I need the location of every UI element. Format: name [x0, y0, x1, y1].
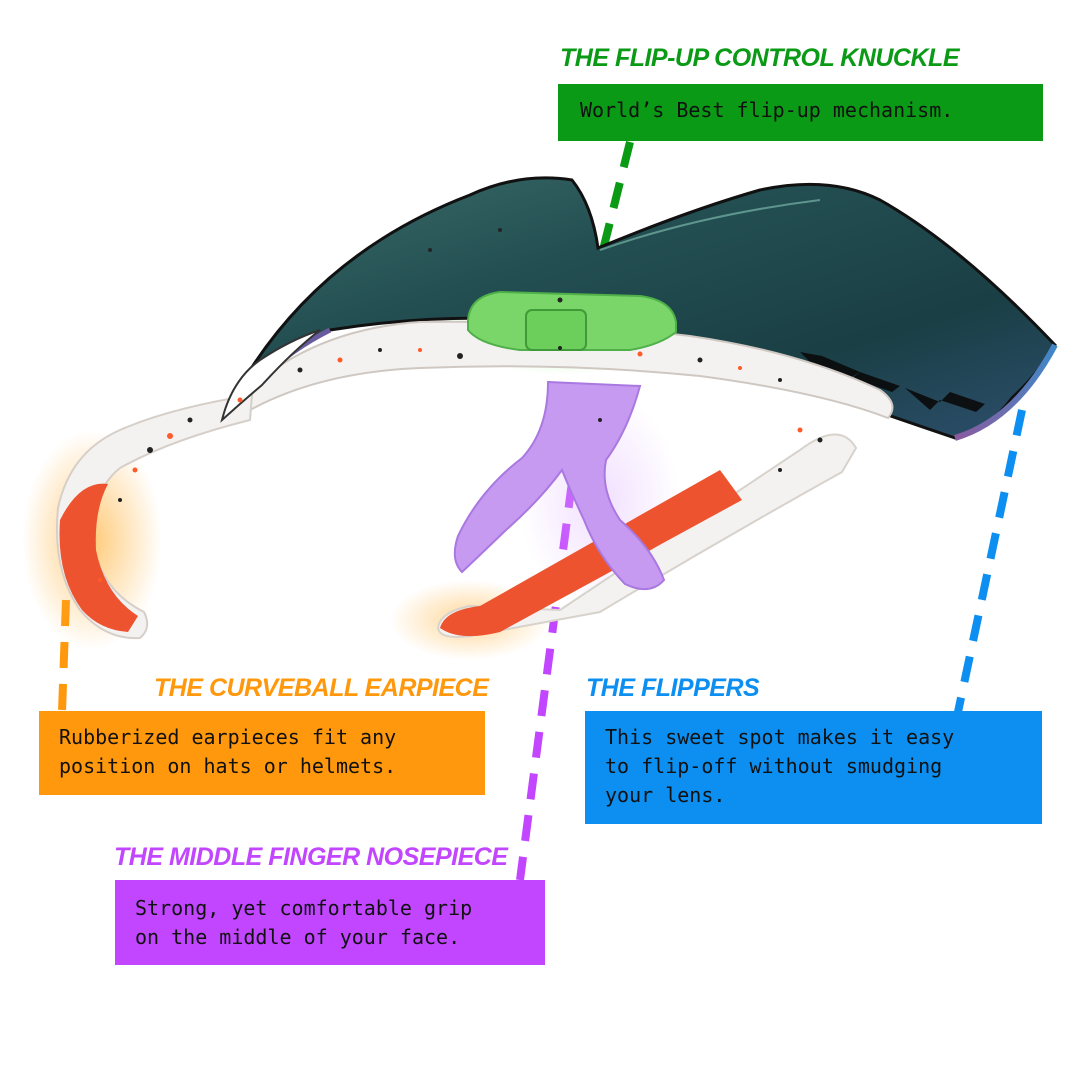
flippers-description-box: This sweet spot makes it easy to flip-of… — [585, 711, 1042, 824]
middle-finger-nosepiece — [453, 380, 666, 591]
speckle-pattern — [118, 228, 823, 502]
flippers-description-line: your lens. — [605, 783, 726, 807]
brand-logo-mark — [800, 352, 985, 412]
earpiece-title: THE CURVEBALL EARPIECE — [154, 674, 489, 702]
earpiece-description-line: Rubberized earpieces fit any — [59, 725, 397, 749]
nosepiece-description-line: Strong, yet comfortable grip — [135, 896, 473, 920]
flippers-description-line: to flip-off without smudging — [605, 754, 943, 778]
flippers-title: THE FLIPPERS — [586, 674, 760, 702]
knuckle-description-box: World’s Best flip-up mechanism. — [558, 84, 1043, 141]
flippers-description-line: This sweet spot makes it easy — [605, 725, 955, 749]
left-temple-grip — [59, 483, 138, 632]
knuckle-title: THE FLIP-UP CONTROL KNUCKLE — [560, 44, 960, 72]
nosepiece-title: THE MIDDLE FINGER NOSEPIECE — [114, 843, 508, 871]
frame-bar — [225, 320, 894, 420]
earpiece-description-box: Rubberized earpieces fit any position on… — [39, 711, 485, 795]
left-temple — [55, 393, 254, 640]
nosepiece-description-box: Strong, yet comfortable grip on the midd… — [115, 880, 545, 965]
knuckle-description-line: World’s Best flip-up mechanism. — [580, 98, 954, 122]
leader-line-flippers — [954, 409, 1026, 713]
right-temple-grip — [440, 470, 742, 637]
nosepiece-description-line: on the middle of your face. — [135, 925, 461, 949]
earpiece-description-line: position on hats or helmets. — [59, 754, 397, 778]
